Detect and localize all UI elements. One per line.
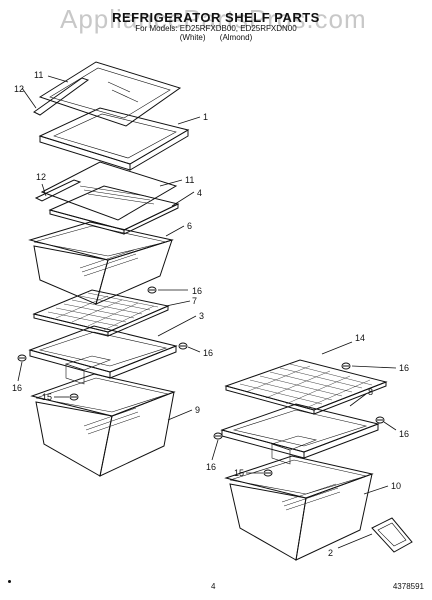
part-screw-16f [213,432,223,440]
callout-16: 16 [399,429,409,439]
callout-11: 11 [34,70,43,80]
callout-15: 15 [42,392,52,402]
callout-2: 2 [328,548,333,558]
model-subtitle: For Models: ED25RFXDB00, ED25RFXDN00 [135,24,297,33]
part-glass-shelf-top [38,61,182,127]
callout-16: 16 [192,286,202,296]
callout-12: 12 [36,172,46,182]
part-crisper-pan-9 [30,373,176,477]
part-crisper-pan-10 [224,455,374,561]
document-code: 4378591 [392,582,424,591]
part-crisper-pan-6 [28,221,174,305]
part-trim-rail-top [33,77,90,116]
part-glass-shelf-second [40,161,178,221]
part-cover-frame-3 [28,325,178,385]
part-screw-15b [263,469,273,477]
callout-15: 15 [234,468,244,478]
part-cover-frame-8 [220,403,380,465]
callout-1: 1 [203,112,208,122]
color-variants: (White) (Almond) [0,33,432,42]
part-screw-16a [147,286,157,294]
callout-16: 16 [203,348,213,358]
part-screw-16d [341,362,351,370]
callout-14: 14 [355,333,365,343]
page-title: REFRIGERATOR SHELF PARTS [112,10,320,25]
callout-12: 12 [14,84,24,94]
part-screw-16e [375,416,385,424]
margin-mark [8,580,11,583]
callout-16: 16 [12,383,22,393]
watermark: AppliancePartsPros.com [60,4,367,34]
page-number: 4 [211,582,216,591]
callout-16: 16 [206,462,216,472]
callout-4: 4 [197,188,202,198]
callout-9: 9 [195,405,200,415]
part-label-plate-2 [371,517,413,553]
part-crisper-cover-7 [32,289,170,337]
part-screw-15a [69,393,79,401]
variant-almond: (Almond) [219,33,253,42]
leader-lines [17,75,397,549]
callout-7: 7 [192,296,197,306]
callout-16: 16 [399,363,409,373]
callout-3: 3 [199,311,204,321]
variant-white: (White) [179,33,206,42]
callout-8: 8 [368,387,373,397]
part-crisper-cover-14 [224,359,388,415]
callout-6: 6 [187,221,192,231]
part-trim-rail-second [34,179,82,202]
callout-11: 11 [185,175,194,185]
part-shelf-frame-1 [38,107,190,171]
part-screw-16c [17,354,27,362]
part-screw-16b [178,342,188,350]
callout-10: 10 [391,481,401,491]
